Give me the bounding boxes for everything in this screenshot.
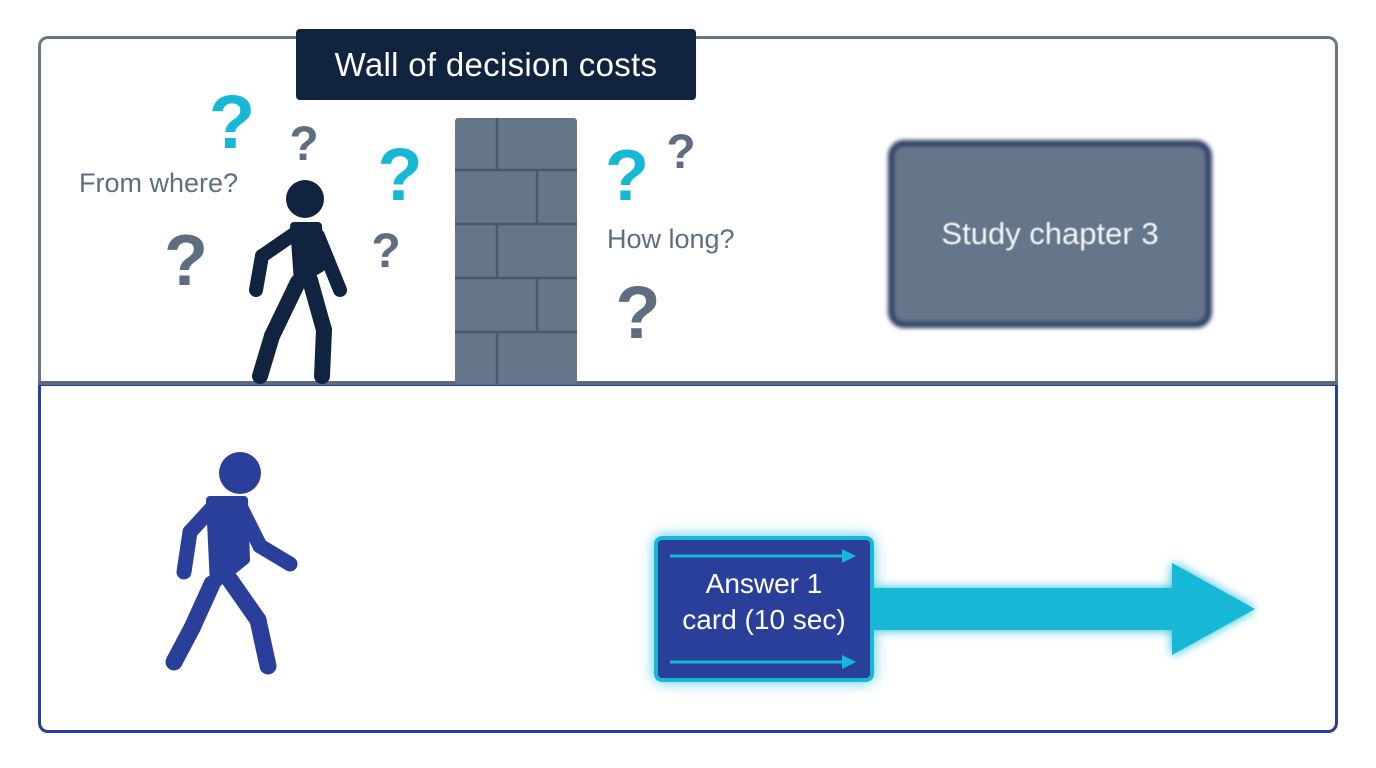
answer-card-line2: card (10 sec) (682, 604, 846, 635)
blurred-task-label: Study chapter 3 (941, 216, 1159, 251)
question-mark-icon: ? (615, 271, 660, 354)
blurred-task-box (888, 140, 1212, 328)
arrow-right-icon (670, 549, 856, 563)
note-how-long: How long? (607, 224, 735, 254)
walking-person-icon (165, 452, 298, 675)
question-mark-icon: ? (289, 118, 318, 171)
brick-wall-icon (455, 118, 577, 384)
answer-card-line1: Answer 1 (705, 568, 823, 599)
panel-divider (38, 381, 1338, 385)
arrow-right-icon (874, 563, 1255, 655)
arrow-right-icon (670, 655, 856, 669)
note-from-where: From where? (79, 168, 239, 198)
question-mark-icon: ? (164, 221, 208, 301)
answer-card-label: Answer 1 card (10 sec) (654, 566, 874, 638)
walking-person-icon (249, 180, 347, 384)
question-mark-icon: ? (209, 80, 255, 165)
question-mark-icon: ? (605, 136, 649, 216)
answer-card-box (654, 536, 874, 682)
question-mark-icon: ? (666, 126, 695, 179)
wall-label: Wall of decision costs (296, 29, 696, 100)
question-mark-icon: ? (371, 225, 400, 278)
question-mark-icon: ? (377, 133, 422, 216)
